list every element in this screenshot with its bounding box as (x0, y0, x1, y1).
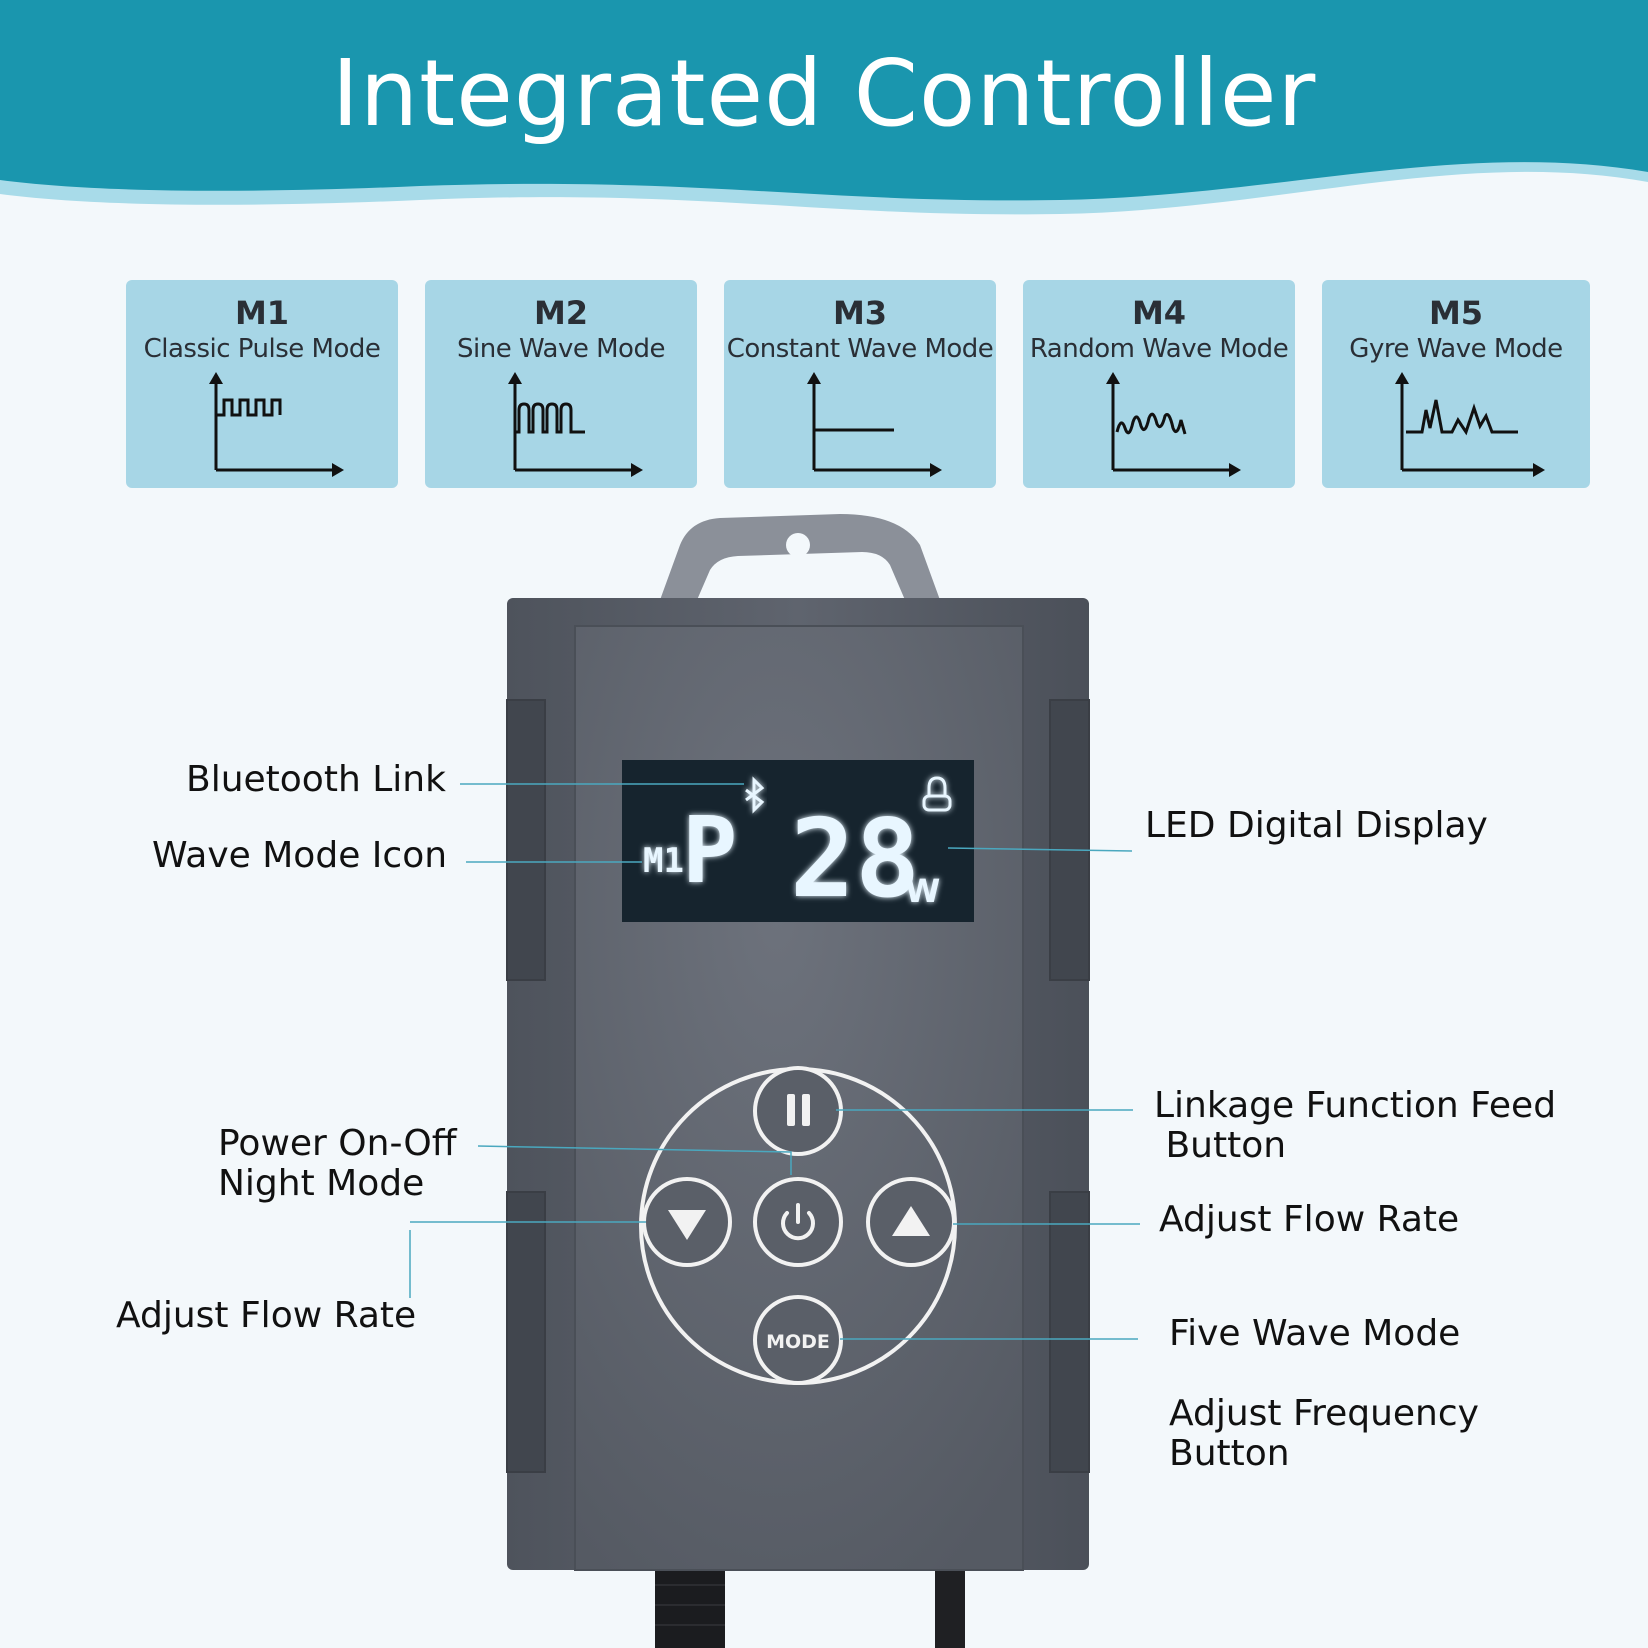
bluetooth-icon (745, 776, 765, 814)
hanger-hole (786, 533, 810, 557)
constant-wave-graph-icon (807, 372, 942, 477)
side-clips (506, 699, 1090, 1473)
mode-card-m2: M2 Sine Wave Mode (425, 280, 697, 488)
lock-icon (922, 776, 952, 812)
triangle-down-icon (668, 1210, 706, 1240)
cable-connector-ribs (655, 1584, 725, 1626)
led-digital-display (622, 760, 974, 922)
header-band (0, 0, 1648, 215)
mode-card-m1: M1 Classic Pulse Mode (126, 280, 398, 488)
mode-card-m3: M3 Constant Wave Mode (724, 280, 996, 488)
mode-name: Classic Pulse Mode (143, 334, 381, 364)
callout-feed-line1: Linkage Function Feed (1154, 1085, 1557, 1126)
mode-code: M1 (234, 294, 290, 332)
callout-feed-line2: Button (1154, 1125, 1287, 1166)
feed-button[interactable] (753, 1066, 843, 1156)
callout-power-line2: Night Mode (218, 1163, 425, 1204)
mode-name: Gyre Wave Mode (1349, 334, 1563, 364)
triangle-up-icon (892, 1206, 930, 1236)
flow-up-button[interactable] (866, 1177, 956, 1267)
page-title: Integrated Controller (331, 40, 1317, 147)
display-unit: W (905, 872, 940, 910)
callout-power-line1: Power On-Off (218, 1123, 457, 1164)
mode-button[interactable]: MODE (753, 1295, 843, 1385)
mode-card-m4: M4 Random Wave Mode (1023, 280, 1295, 488)
power-icon (781, 1203, 815, 1241)
leader-lines (409, 783, 1140, 1340)
mode-code: M2 (533, 294, 589, 332)
mode-button-label: MODE (766, 1331, 830, 1353)
mode-code: M4 (1131, 294, 1187, 332)
mode-card-m5: M5 Gyre Wave Mode (1322, 280, 1590, 488)
power-button[interactable] (753, 1177, 843, 1267)
flow-down-button[interactable] (642, 1177, 732, 1267)
display-mode: M1 (643, 841, 684, 881)
callout-frequency-line2: Button (1169, 1433, 1290, 1474)
callout-bluetooth-link: Bluetooth Link (186, 759, 446, 800)
callout-wave-mode-icon: Wave Mode Icon (152, 835, 448, 876)
sine-wave-graph-icon (508, 372, 643, 477)
mode-code: M5 (1428, 294, 1484, 332)
mode-name: Constant Wave Mode (726, 334, 994, 364)
mode-name: Sine Wave Mode (457, 334, 665, 364)
callout-led-display: LED Digital Display (1145, 805, 1488, 846)
random-wave-graph-icon (1106, 372, 1241, 477)
hanger-loop (660, 514, 940, 600)
callout-five-wave-mode: Five Wave Mode (1169, 1313, 1461, 1354)
callout-frequency-line1: Adjust Frequency (1169, 1393, 1479, 1434)
display-power-value: 28 (790, 797, 920, 922)
pause-icon (787, 1094, 810, 1126)
gyre-wave-graph-icon (1395, 372, 1545, 477)
mode-name: Random Wave Mode (1029, 334, 1289, 364)
power-cable (935, 1560, 965, 1648)
display-mode-letter: P (682, 797, 737, 904)
display-glow-group: M1 P 28 W (643, 797, 940, 922)
pulse-wave-graph-icon (209, 372, 344, 477)
header-wave-dark (0, 0, 1648, 201)
callout-flow-rate-left: Adjust Flow Rate (116, 1295, 417, 1336)
callout-flow-rate-right: Adjust Flow Rate (1159, 1199, 1460, 1240)
mode-code: M3 (832, 294, 888, 332)
